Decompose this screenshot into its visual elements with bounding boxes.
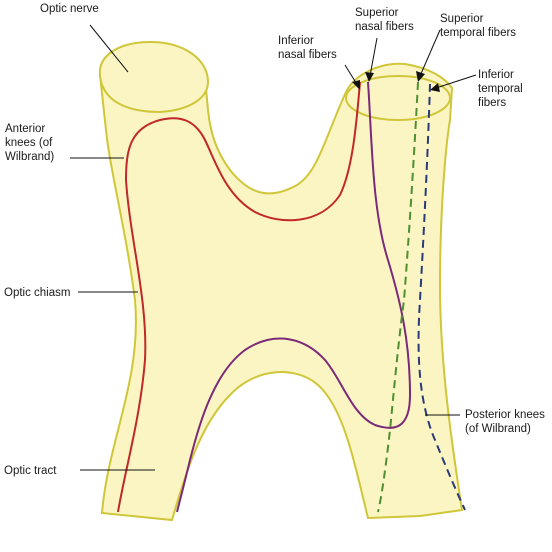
chiasm-body [98,43,464,522]
inferior-nasal-fiber [117,81,361,513]
label-anterior-knees: Anterior knees (of Wilbrand) [5,123,56,163]
label-optic-tract: Optic tract [4,465,57,477]
label-optic-chiasm: Optic chiasm [4,287,70,299]
superior-nasal-arrow [365,37,378,82]
inferior-temporal-arrow [430,74,477,92]
inferior-nasal-arrow [344,64,360,90]
label-inferior-temporal: Inferior temporal fibers [478,69,526,109]
label-inferior-nasal: Inferior nasal fibers [278,35,337,61]
label-superior-temporal: Superior temporal fibers [440,13,516,39]
inferior-temporal-fiber [417,83,466,511]
superior-temporal-fiber [377,81,419,513]
optic-nerve-leader [89,24,129,73]
left-nerve-stump [98,40,210,114]
label-posterior-knees: Posterior knees (of Wilbrand) [465,409,548,435]
label-superior-nasal: Superior nasal fibers [355,7,414,33]
superior-nasal-fiber [176,81,412,513]
label-optic-nerve: Optic nerve [40,3,99,15]
superior-temporal-arrow [416,29,441,82]
right-nerve-stump [345,75,451,121]
